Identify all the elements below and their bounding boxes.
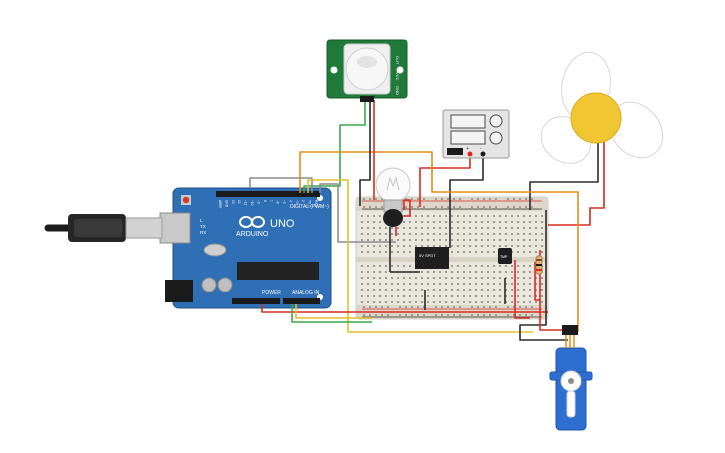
fan-hub: [570, 92, 622, 144]
digital-pin-label: GND: [224, 200, 228, 208]
digital-pin-label: 4: [288, 200, 292, 202]
power-jack: [165, 280, 193, 302]
power-supply: + -: [442, 109, 510, 159]
servo-horn[interactable]: [566, 390, 576, 418]
pir-label-vcc: VCC: [395, 72, 400, 81]
digital-pin-label: ~9: [256, 200, 260, 204]
power-label: POWER: [262, 290, 281, 296]
usb-cable: [44, 214, 163, 242]
reset-button[interactable]: [182, 196, 190, 204]
usb-port: [159, 212, 191, 244]
digital-pin-label: 8: [263, 200, 267, 202]
terminal-positive-label: +: [466, 146, 469, 152]
terminal-negative[interactable]: [480, 151, 486, 157]
power-header: [232, 298, 280, 304]
pir-label-gnd: GND: [395, 86, 400, 95]
digital-pin-label: TX 1: [308, 200, 312, 207]
rx-label: RX: [200, 230, 206, 235]
transistor-label: TMP: [500, 255, 508, 259]
arduino-model: UNO: [270, 218, 295, 230]
transistor: TMP: [498, 248, 512, 264]
analog-label: ANALOG IN: [292, 290, 320, 296]
current-knob[interactable]: [489, 131, 503, 145]
resistor: [535, 255, 543, 275]
digital-pin-label: 7: [269, 200, 273, 202]
light-bulb: [375, 167, 420, 273]
dc-motor-fan: [540, 51, 664, 164]
l-label: L: [200, 218, 203, 223]
digital-pin-label: 2: [301, 200, 305, 202]
digital-header: [216, 191, 320, 197]
pir-sensor: OUT VCC GND: [326, 39, 408, 102]
digital-pin-label: ~5: [282, 200, 286, 204]
terminal-positive[interactable]: [467, 151, 473, 157]
digital-pin-label: AREF: [218, 200, 222, 209]
arduino-brand: ARDUINO: [236, 231, 269, 238]
terminal-negative-label: -: [480, 146, 482, 152]
digital-header-label: DIGITAL (PWM~): [290, 204, 329, 210]
voltage-knob[interactable]: [489, 114, 503, 128]
digital-pin-label: ~6: [276, 200, 280, 204]
pir-label-out: OUT: [395, 56, 400, 65]
breadboard: [355, 196, 549, 320]
digital-pin-label: ~3: [295, 200, 299, 204]
relay-label: 5V SPDT: [419, 253, 436, 258]
atmega-chip: [237, 262, 319, 280]
tx-label: TX: [200, 224, 206, 229]
digital-pin-label: 13: [231, 200, 235, 204]
servo-motor: [549, 325, 593, 431]
wires: [249, 100, 605, 341]
digital-pin-label: ~11: [244, 200, 248, 205]
digital-pin-label: 12: [237, 200, 241, 204]
pir-dome: [345, 47, 389, 91]
digital-pin-label: RX 0: [314, 200, 318, 207]
analog-header: [283, 298, 320, 304]
arduino-uno: ARDUINO UNO DIGITAL (PWM~) POWER ANALOG …: [159, 187, 332, 309]
relay: 5V SPDT: [415, 247, 449, 269]
arduino-logo: [239, 216, 265, 228]
digital-pin-label: ~10: [250, 200, 254, 206]
